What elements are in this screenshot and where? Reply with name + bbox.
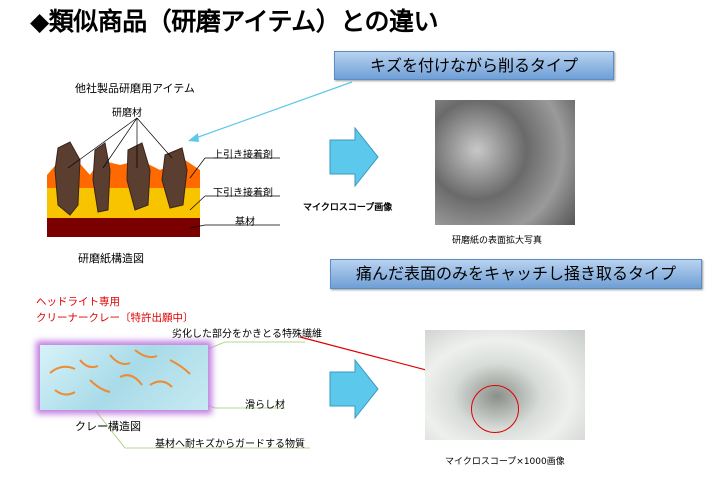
label-special-fiber: 劣化した部分をかきとる特殊繊維 xyxy=(172,329,322,340)
clay-caption: クレー構造図 xyxy=(75,420,141,433)
pointer-line xyxy=(189,81,353,141)
layer-label-top-adhesive: 上引き接着剤 xyxy=(213,150,273,161)
highlight-circle xyxy=(471,385,519,433)
fiber-lines xyxy=(49,349,191,396)
label-slip-agent: 滑らし材 xyxy=(245,400,285,411)
product-line-2: クリーナークレー〔特許出願中〕 xyxy=(36,312,194,324)
banner-catch-type: 痛んだ表面のみをキャッチし掻き取るタイプ xyxy=(330,259,702,289)
photo-caption-bottom: マイクロスコープ×1000画像 xyxy=(445,457,565,467)
product-line-1: ヘッドライト専用 xyxy=(36,296,120,308)
label-protective-substance: 基材へ耐キズからガードする物質 xyxy=(155,439,305,450)
page-title: ◆類似商品（研磨アイテム）との違い xyxy=(30,7,438,36)
clay-diagram xyxy=(40,345,208,410)
microscope-label: マイクロスコープ画像 xyxy=(303,203,393,213)
layer-label-base: 基材 xyxy=(235,217,255,228)
competitor-heading: 他社製品研磨用アイテム xyxy=(75,82,195,95)
banner-scratch-type: キズを付けながら削るタイプ xyxy=(334,51,614,80)
abrasive-label: 研磨材 xyxy=(112,108,142,119)
sandpaper-diagram xyxy=(47,117,280,237)
layer-label-bottom-adhesive: 下引き接着剤 xyxy=(213,188,273,199)
sandpaper-caption: 研磨紙構造図 xyxy=(78,252,144,265)
clay-photo xyxy=(425,330,585,440)
right-arrow-icon xyxy=(329,358,379,420)
sandpaper-photo xyxy=(435,100,575,225)
right-arrow-icon xyxy=(329,126,379,188)
photo-caption-top: 研磨紙の表面拡大写真 xyxy=(452,236,543,246)
